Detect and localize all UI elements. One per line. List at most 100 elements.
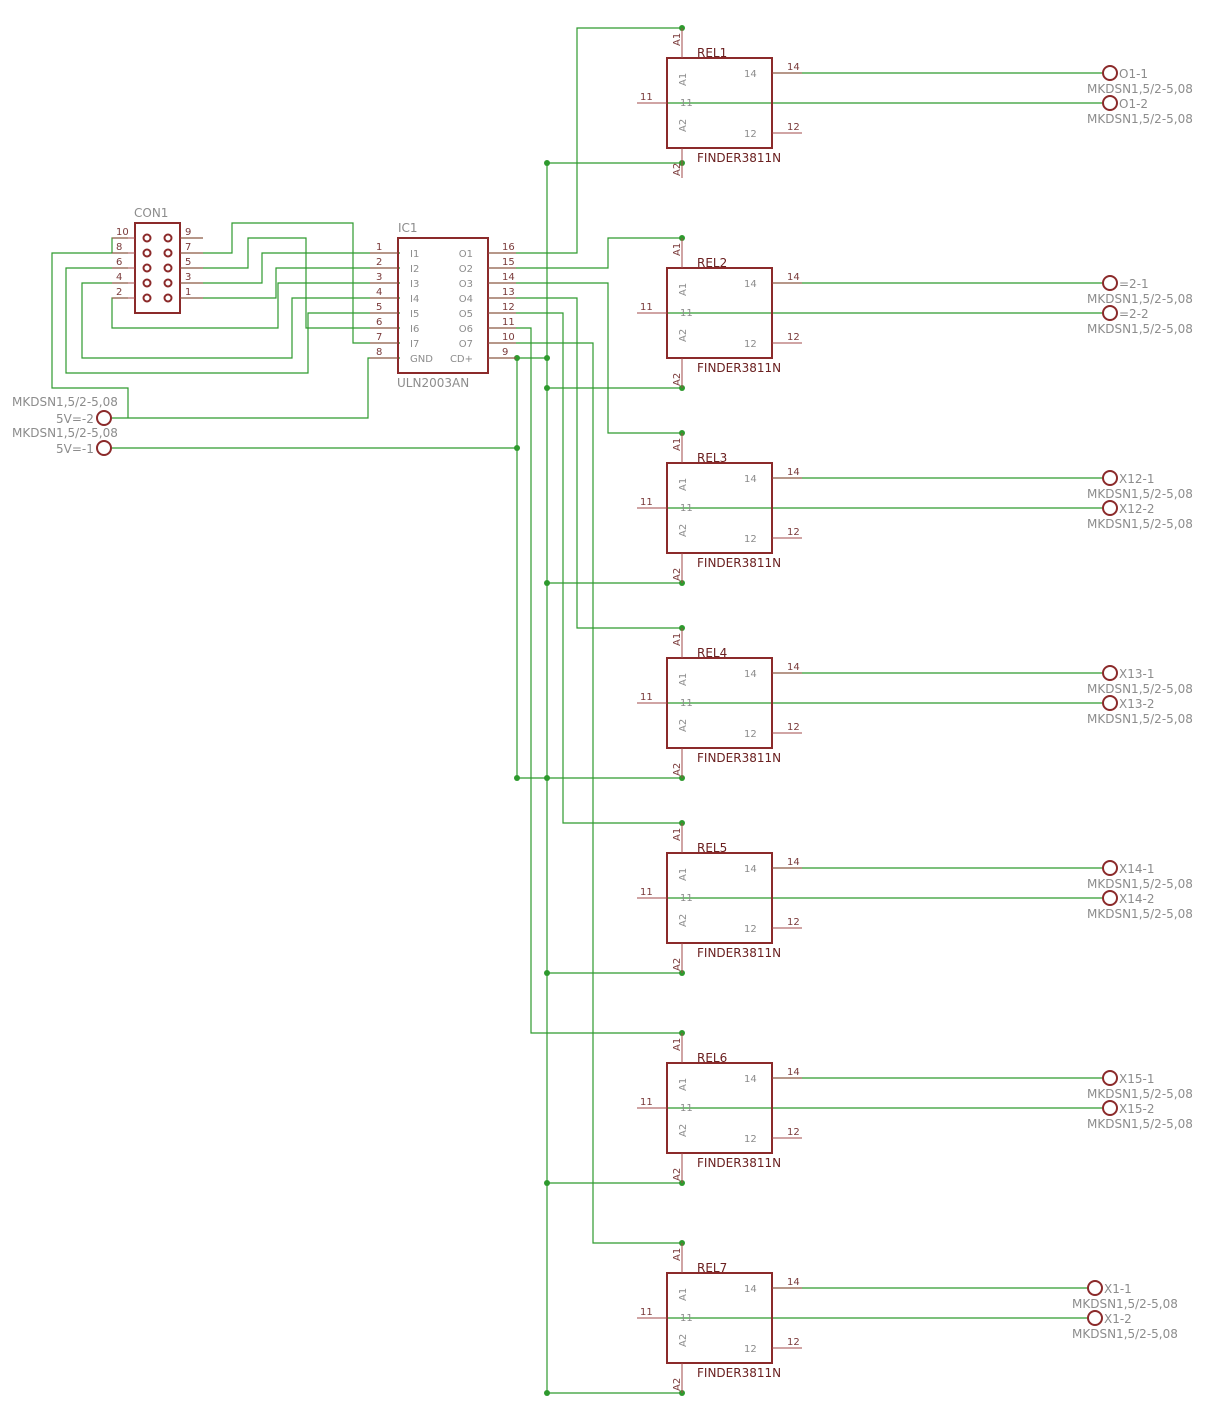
ic-pin-name: I4	[410, 294, 419, 305]
relay-pin-14-ext: 14	[787, 62, 800, 73]
relay-pin-12: 12	[744, 729, 757, 740]
junction-dot	[544, 1390, 550, 1396]
ic-pin-name: O6	[459, 324, 473, 335]
relay-pin-12: 12	[744, 339, 757, 350]
relay-pin-a1: A1	[678, 1288, 689, 1301]
relay-pin-11-ext: 11	[640, 92, 653, 103]
relay-pin-11-ext: 11	[640, 887, 653, 898]
relay-pin-a2: A2	[678, 719, 689, 732]
terminal-marker	[1102, 275, 1118, 291]
relay-pin-a2-ext: A2	[672, 763, 683, 776]
relay-pin-14: 14	[744, 69, 757, 80]
ic-pin-number: 2	[376, 257, 382, 268]
ic-pin-number: 10	[502, 332, 515, 343]
pwr1-name: 5V=-1	[56, 442, 94, 456]
ic-pin-number: 11	[502, 317, 515, 328]
junction-dot	[514, 775, 520, 781]
relay-pin-12-ext: 12	[787, 722, 800, 733]
terminal-package: MKDSN1,5/2-5,08	[1087, 292, 1193, 306]
ic-uln2003: IC1 ULN2003AN 1I116O12I215O23I314O34I413…	[370, 221, 516, 390]
relay-pin-11: 11	[680, 1103, 693, 1114]
ic-pin-name: I6	[410, 324, 419, 335]
ic-pin-name: I7	[410, 339, 419, 350]
junction-dot	[544, 160, 550, 166]
wire-o4	[488, 297, 682, 629]
relay-pin-11: 11	[680, 893, 693, 904]
wire-in-d	[180, 267, 400, 299]
terminal-name: X15-1	[1119, 1072, 1154, 1086]
connector-pin-label: 3	[185, 272, 191, 283]
relay-pin-a1-ext: A1	[672, 1038, 683, 1051]
relay-pin-12-ext: 12	[787, 1337, 800, 1348]
relay-pin-11: 11	[680, 98, 693, 109]
connector-pin	[163, 248, 173, 258]
relay-pin-a1-ext: A1	[672, 33, 683, 46]
ic-pin-name: O7	[459, 339, 473, 350]
ic-pin-name: O3	[459, 279, 473, 290]
connector-pin	[163, 278, 173, 288]
wire-in-f	[81, 282, 400, 359]
connector-pin	[142, 248, 152, 258]
wire-net	[51, 27, 1103, 1394]
terminal-package: MKDSN1,5/2-5,08	[1087, 1117, 1193, 1131]
ic-name: IC1	[398, 221, 418, 235]
terminal-name: =2-2	[1119, 307, 1149, 321]
relay-pin-a2: A2	[678, 1334, 689, 1347]
relay-pin-12: 12	[744, 534, 757, 545]
terminal-name: X12-1	[1119, 472, 1154, 486]
junction-dot	[544, 970, 550, 976]
ic-pin-number: 7	[376, 332, 382, 343]
relay-pin-11-ext: 11	[640, 1307, 653, 1318]
terminal-name: O1-1	[1119, 67, 1148, 81]
relay-pin-11: 11	[680, 1313, 693, 1324]
relay-pin-a2: A2	[678, 329, 689, 342]
relay-value: FINDER3811N	[697, 1156, 781, 1170]
junction-dot	[544, 1180, 550, 1186]
wire-in-a	[180, 222, 400, 344]
terminal-name: O1-2	[1119, 97, 1148, 111]
ic-pin-number: 14	[502, 272, 515, 283]
relay-pin-a1: A1	[678, 283, 689, 296]
relay-pin-11-ext: 11	[640, 302, 653, 313]
relay-value: FINDER3811N	[697, 946, 781, 960]
relay-name: REL3	[697, 451, 727, 465]
connector-pin	[142, 233, 152, 243]
ic-pin-name: GND	[410, 354, 433, 365]
wire-in-c	[180, 252, 400, 284]
relay-group: A1A2A1A2141411111212REL1FINDER3811NO1-1M…	[637, 28, 1193, 1393]
terminal-marker	[1102, 1070, 1118, 1086]
relay-pin-14-ext: 14	[787, 1067, 800, 1078]
relay-pin-12: 12	[744, 1344, 757, 1355]
junction-dot	[544, 355, 550, 361]
connector-name: CON1	[134, 206, 168, 220]
ic-pin-number: 6	[376, 317, 382, 328]
relay-6: A1A2A1A2141411111212REL6FINDER3811NX15-1…	[637, 1033, 1193, 1183]
terminal-package: MKDSN1,5/2-5,08	[1072, 1297, 1178, 1311]
terminal-marker	[1102, 890, 1118, 906]
relay-pin-11: 11	[680, 503, 693, 514]
relay-pin-11-ext: 11	[640, 1097, 653, 1108]
relay-pin-12: 12	[744, 1134, 757, 1145]
relay-value: FINDER3811N	[697, 556, 781, 570]
pwr2-name: 5V=-2	[56, 412, 94, 426]
relay-pin-a1: A1	[678, 478, 689, 491]
ic-pin-name: I2	[410, 264, 419, 275]
relay-pin-12-ext: 12	[787, 122, 800, 133]
relay-pin-12-ext: 12	[787, 917, 800, 928]
terminal-package: MKDSN1,5/2-5,08	[1087, 877, 1193, 891]
terminal-marker	[1087, 1280, 1103, 1296]
junction-dots	[514, 25, 685, 1396]
junction-dot	[514, 355, 520, 361]
ic-pin-number: 8	[376, 347, 382, 358]
power-terminals: MKDSN1,5/2-5,08 5V=-2 MKDSN1,5/2-5,08 5V…	[12, 395, 118, 456]
pwr1-package: MKDSN1,5/2-5,08	[12, 426, 118, 440]
relay-pin-12: 12	[744, 924, 757, 935]
relay-pin-12-ext: 12	[787, 527, 800, 538]
terminal-name: X12-2	[1119, 502, 1154, 516]
connector-pin-label: 10	[116, 227, 129, 238]
terminal-marker	[1102, 500, 1118, 516]
relay-value: FINDER3811N	[697, 751, 781, 765]
wire-o1	[488, 27, 682, 254]
relay-pin-a2: A2	[678, 524, 689, 537]
terminal-marker	[1102, 695, 1118, 711]
